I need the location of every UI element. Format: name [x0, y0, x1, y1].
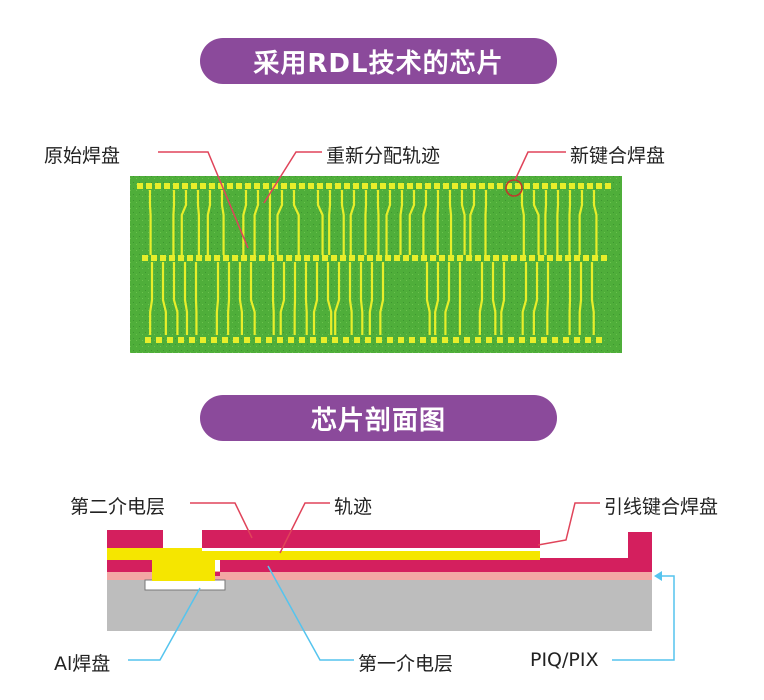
- leader-second-dielectric: [190, 502, 253, 539]
- leader-first-dielectric: [267, 565, 354, 661]
- al-pad-shape: [144, 579, 226, 591]
- label-new-bond-pad: 新键合焊盘: [570, 145, 666, 167]
- label-piq-pix: PIQ/PIX: [530, 649, 599, 671]
- first-dielectric-layer: [107, 558, 652, 576]
- second-dielectric-left: [107, 530, 163, 548]
- cross-section: [107, 530, 652, 631]
- lead-bond-pad-block: [628, 532, 652, 558]
- leader-redistribution-trace: [263, 151, 322, 204]
- second-dielectric-main: [202, 530, 540, 548]
- piq-pix-layer: [107, 571, 652, 580]
- leader-lead-bond-pad: [537, 502, 600, 546]
- label-al-pad: Al焊盘: [54, 653, 111, 675]
- leader-new-bond-pad: [514, 151, 566, 181]
- label-original-pad: 原始焊盘: [44, 145, 121, 167]
- bond-pads: [137, 183, 611, 343]
- leader-trace: [279, 502, 330, 554]
- label-redistribution-trace: 重新分配轨迹: [326, 145, 441, 167]
- redistribution-traces: [148, 190, 598, 335]
- chip-die: [130, 176, 622, 353]
- label-first-dielectric: 第一介电层: [358, 653, 454, 675]
- label-second-dielectric: 第二介电层: [70, 496, 166, 518]
- title-chip-cross-section: 芯片剖面图: [200, 395, 557, 441]
- trace-layer: [107, 548, 540, 581]
- label-lead-bond-pad: 引线键合焊盘: [604, 496, 719, 518]
- leader-original-pad: [158, 151, 249, 249]
- leader-al-pad: [128, 587, 201, 661]
- title-rdl-chip: 采用RDL技术的芯片: [200, 38, 557, 84]
- new-bond-pad-marker: [505, 179, 523, 197]
- leader-piq-pix: [612, 575, 675, 661]
- label-trace: 轨迹: [334, 496, 373, 518]
- arrowhead-piq-pix: [654, 571, 662, 581]
